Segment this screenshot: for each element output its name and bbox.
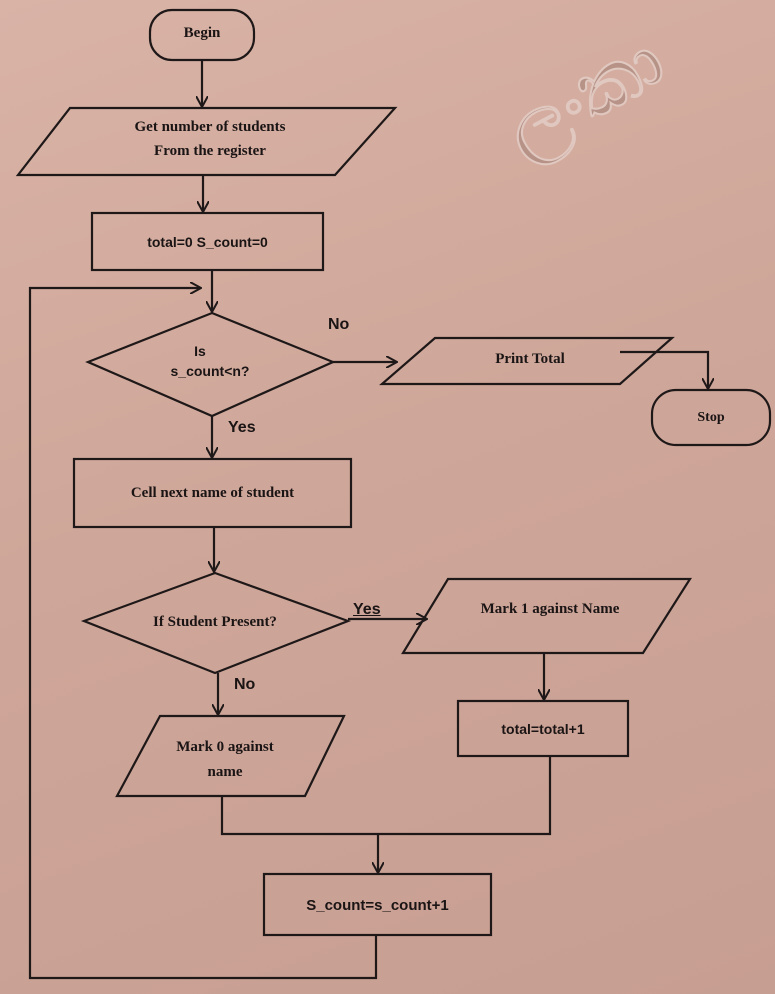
arrow-print-to-stop (620, 350, 708, 388)
print-total-label: Print Total (495, 351, 565, 367)
decision-present-label: If Student Present? (153, 614, 277, 630)
stop-terminal (650, 388, 772, 447)
mark-zero-label-line2: name (207, 764, 243, 780)
init-label: total=0 S_count=0 (147, 234, 268, 250)
mark-zero-label-line1: Mark 0 against (176, 739, 274, 755)
decision-present-no-label: No (234, 676, 256, 693)
call-next-label: Cell next name of student (130, 485, 295, 501)
total-increment-label: total=total+1 (501, 721, 585, 737)
mark-one-label: Mark 1 against Name (480, 601, 620, 617)
total-increment-box (456, 699, 630, 758)
decision-count-label-line2: s_count<n? (170, 363, 250, 379)
count-increment-box (262, 872, 493, 937)
begin-label: Begin (183, 25, 221, 41)
merge-mark-zero-line (220, 756, 552, 836)
stop-label: Stop (697, 410, 725, 425)
loop-back-line (28, 288, 378, 980)
init-process-box (90, 211, 325, 272)
input-students-label-line1: Get number of students (134, 119, 286, 135)
decision-count-yes-label: Yes (228, 419, 256, 436)
input-students-label-line2: From the register (154, 143, 266, 159)
print-total-shape (379, 336, 675, 386)
decision-present-diamond (80, 571, 352, 675)
mark-one-shape (401, 577, 693, 655)
decision-count-label-line1: Is (194, 343, 206, 359)
call-next-process-box (72, 457, 353, 529)
decision-count-no-label: No (328, 316, 350, 333)
mark-zero-shape (115, 714, 346, 798)
decision-present-yes-label: Yes (353, 601, 381, 618)
input-students-shape (15, 106, 398, 177)
count-increment-label: S_count=s_count+1 (306, 897, 449, 914)
